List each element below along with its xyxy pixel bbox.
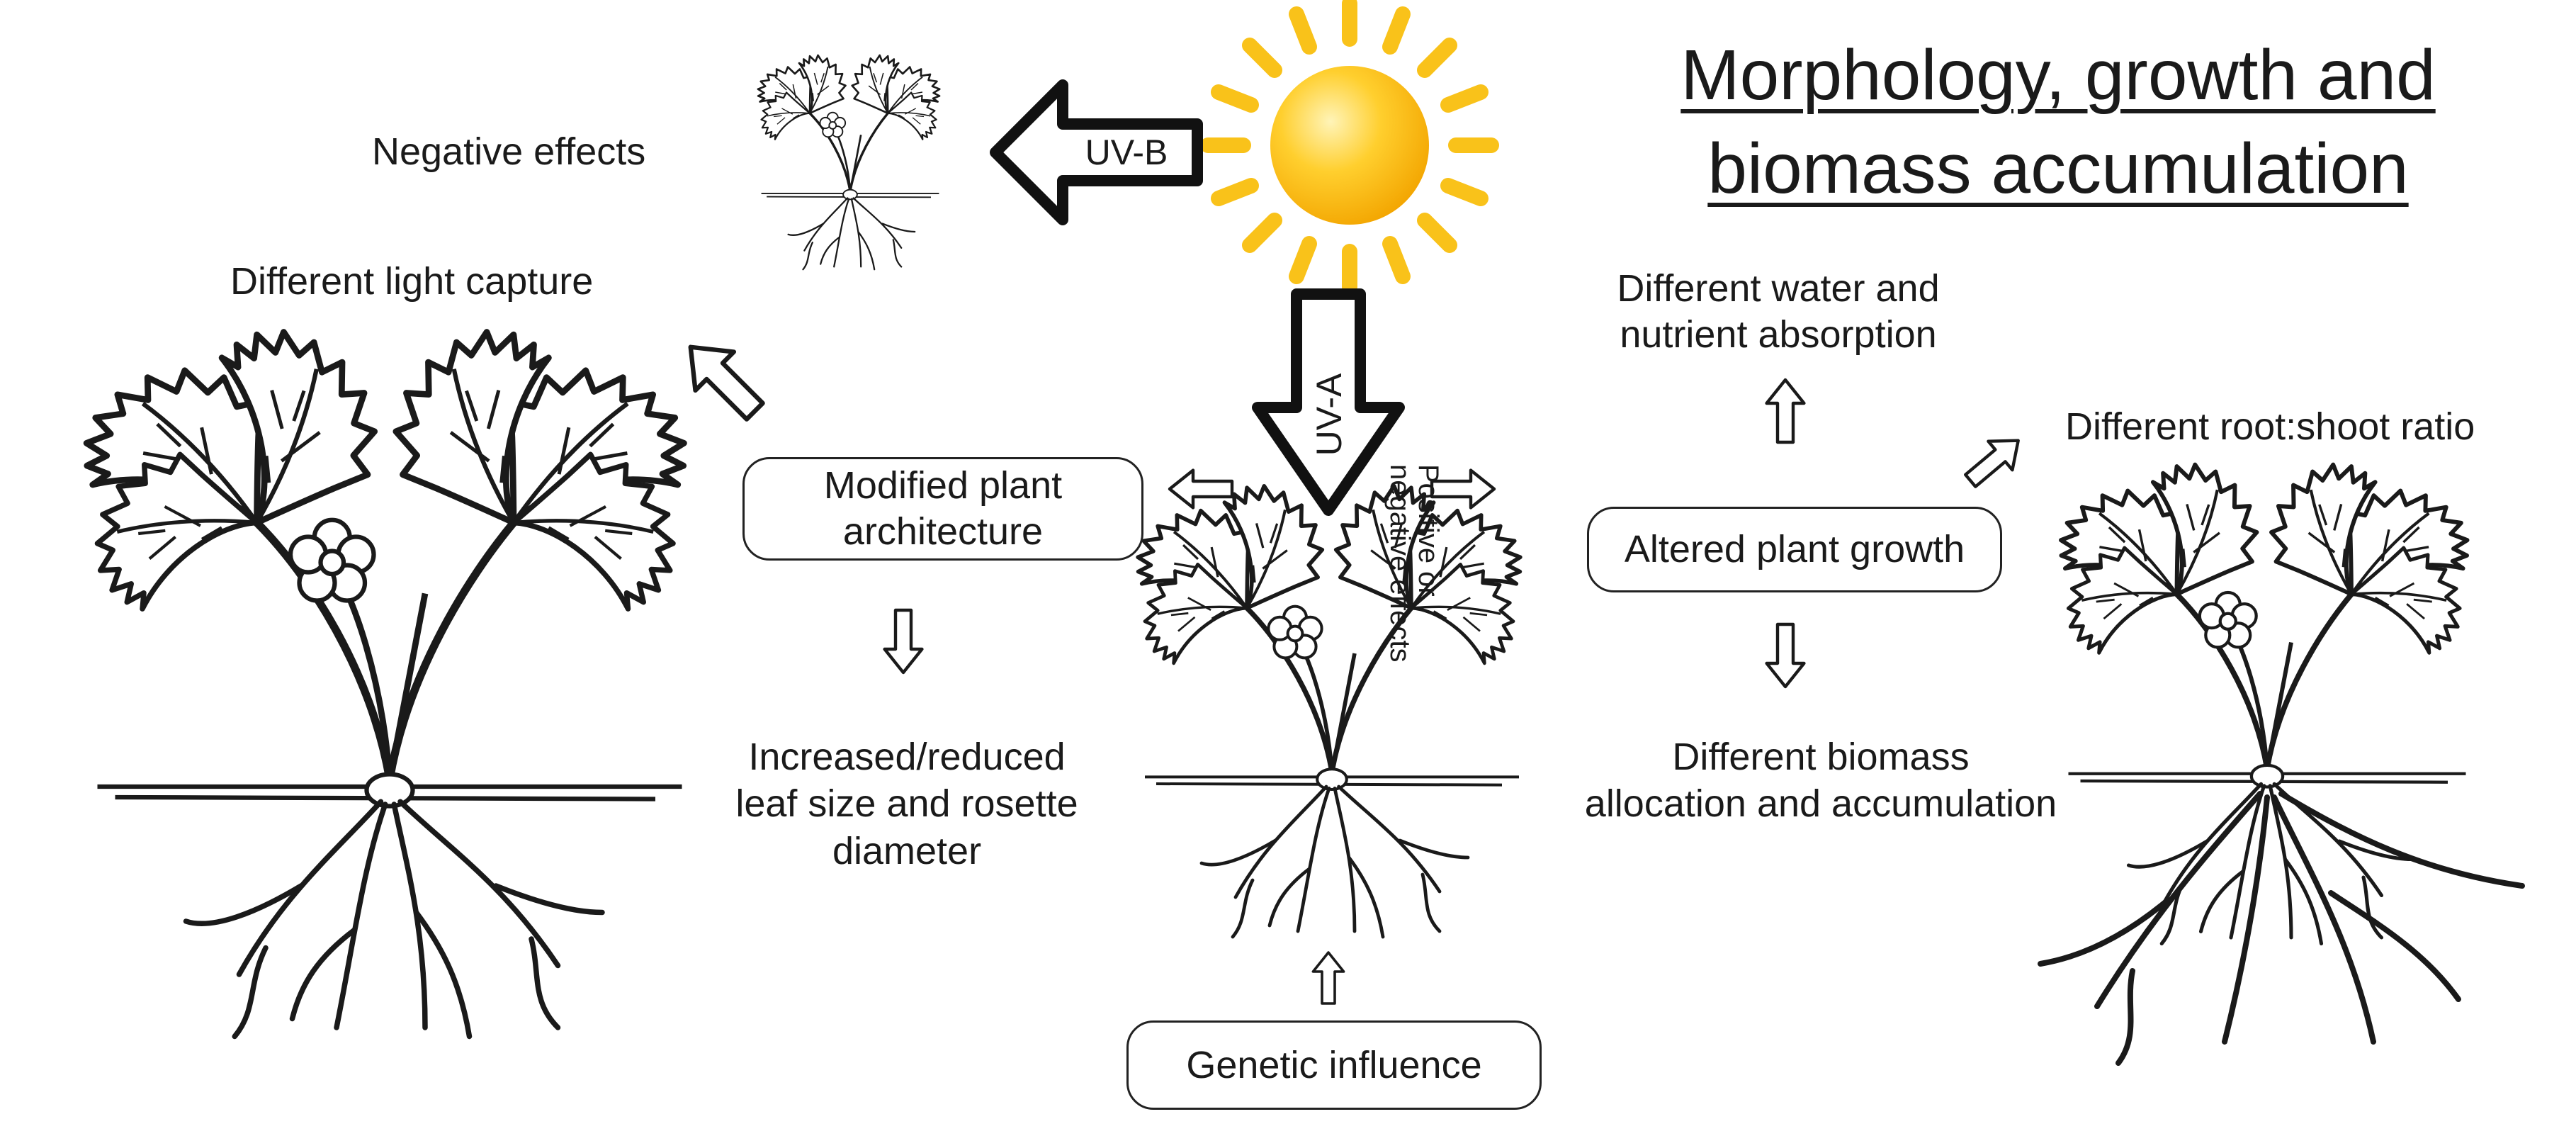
- strawberry-plant-icon-center: [1123, 473, 1535, 937]
- different-light-capture-label: Different light capture: [230, 260, 594, 303]
- modified-architecture-line1: Modified plant: [823, 464, 1063, 507]
- uvb-arrow: UV-B: [990, 79, 1203, 225]
- outline-arrow-icon: [885, 610, 922, 673]
- different-root-shoot-label: Different root:shoot ratio: [2065, 405, 2475, 448]
- positive-or-negative-line2: negative effects: [1384, 464, 1416, 663]
- different-water-nutrient-line2: nutrient absorption: [1620, 313, 1937, 356]
- uva-label: UV-A: [1309, 373, 1349, 456]
- leaf-size-line1: Increased/reduced: [748, 736, 1066, 778]
- root-system-icon: [2038, 791, 2525, 1066]
- outline-arrow-icon: [672, 328, 774, 431]
- leaf-size-line3: diameter: [832, 829, 982, 872]
- leaf-size-label: Increased/reduced leaf size and rosette …: [687, 733, 1126, 875]
- biomass-line2: allocation and accumulation: [1584, 782, 2057, 826]
- modified-architecture-line2: architecture: [842, 510, 1044, 553]
- biomass-label: Different biomass allocation and accumul…: [1573, 733, 2069, 828]
- uva-arrow: UV-A: [1252, 288, 1405, 516]
- outline-arrow-icon: [1958, 426, 2030, 495]
- uvb-label: UV-B: [1085, 133, 1168, 172]
- outline-arrow-icon: [1767, 624, 1804, 687]
- genetic-influence-box: Genetic influence: [1126, 1020, 1542, 1110]
- outline-arrow-icon: [1311, 951, 1345, 1005]
- sun-icon: [1200, 0, 1499, 295]
- positive-or-negative-label-2: negative effects: [1383, 464, 1417, 662]
- biomass-line1: Different biomass: [1672, 736, 1970, 778]
- strawberry-plant-icon-right: [2045, 451, 2482, 943]
- leaf-size-line2: leaf size and rosette: [735, 782, 1078, 826]
- negative-effects-label: Negative effects: [372, 130, 646, 173]
- different-water-nutrient-label: Different water and nutrient absorption: [1530, 266, 2026, 358]
- altered-plant-growth-box: Altered plant growth: [1587, 507, 2002, 592]
- outline-arrow-icon: [1767, 380, 1804, 442]
- strawberry-plant-icon-small: [751, 49, 947, 269]
- modified-plant-architecture-box: Modified plant architecture: [742, 457, 1143, 561]
- strawberry-plant-icon-large: [64, 312, 707, 1037]
- page-title: Morphology, growth and biomass accumulat…: [1680, 35, 2436, 208]
- different-water-nutrient-line1: Different water and: [1617, 267, 1940, 310]
